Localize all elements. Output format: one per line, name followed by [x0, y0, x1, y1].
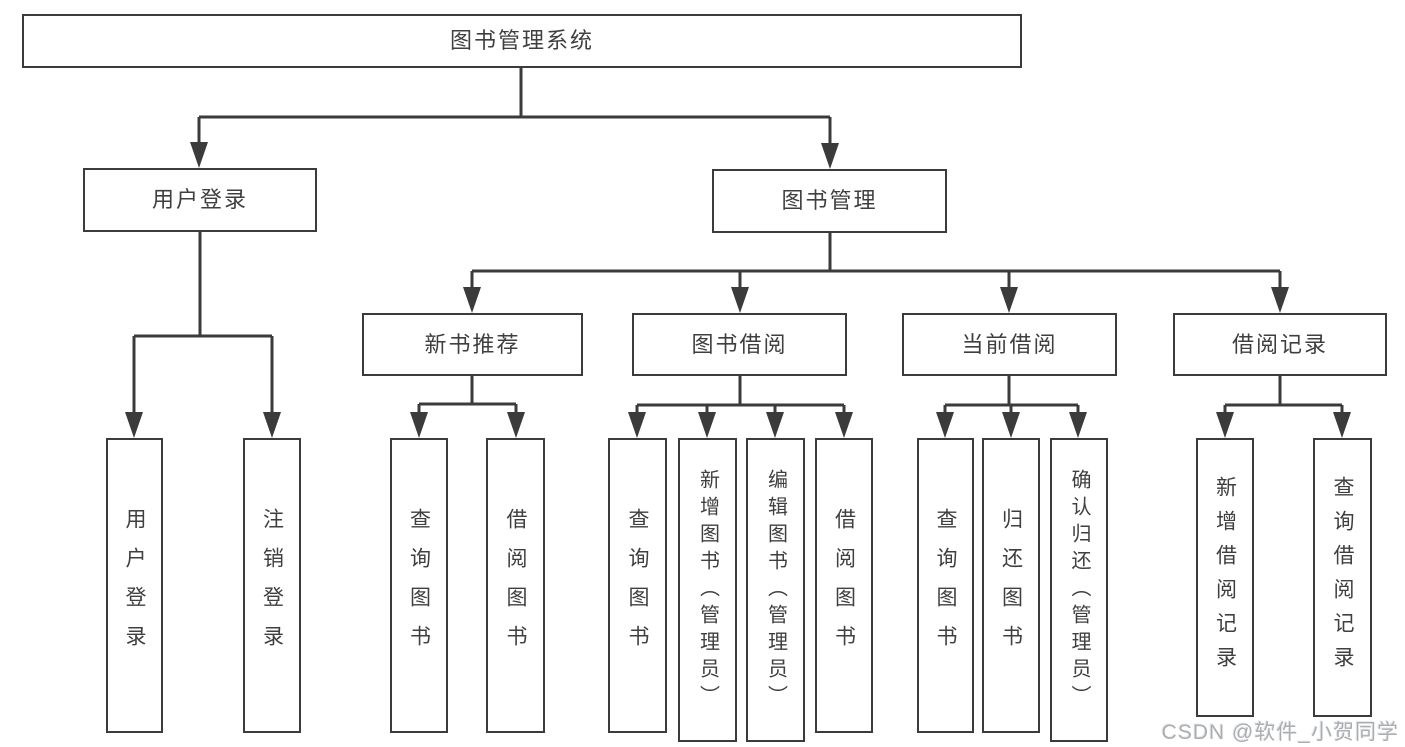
- group-book-borrow: 图书借阅: [632, 313, 847, 376]
- root-node: 图书管理系统: [22, 14, 1022, 68]
- csdn-watermark: CSDN @软件_小贺同学: [1161, 721, 1399, 744]
- leaf-query-books-current-label: 查询图书: [934, 507, 957, 664]
- leaf-return-book: 归还图书: [982, 438, 1040, 733]
- leaf-borrow-books-recommend: 借阅图书: [486, 438, 545, 733]
- group-current-borrow-label: 当前借阅: [961, 331, 1058, 357]
- leaf-query-books-recommend: 查询图书: [390, 438, 448, 733]
- leaf-logout-login-label: 注销登录: [260, 507, 284, 664]
- leaf-borrow-books-label: 借阅图书: [832, 507, 856, 664]
- group-borrow-records-label: 借阅记录: [1231, 331, 1328, 357]
- leaf-confirm-return-admin-label: 确认归还（管理员）: [1068, 468, 1090, 712]
- group-new-book-recommend: 新书推荐: [362, 313, 583, 376]
- leaf-borrow-books-recommend-label: 借阅图书: [504, 507, 527, 664]
- leaf-add-book-admin: 新增图书（管理员）: [678, 438, 737, 742]
- leaf-confirm-return-admin: 确认归还（管理员）: [1050, 438, 1108, 742]
- group-current-borrow: 当前借阅: [902, 313, 1117, 376]
- leaf-query-borrow-record-label: 查询借阅记录: [1331, 475, 1354, 680]
- leaf-add-book-admin-label: 新增图书（管理员）: [696, 468, 719, 712]
- leaf-query-books-borrow: 查询图书: [608, 438, 667, 733]
- arrowheads: [125, 142, 1351, 438]
- leaf-user-login-label: 用户登录: [123, 507, 146, 664]
- leaf-borrow-books: 借阅图书: [815, 438, 873, 733]
- leaf-edit-book-admin: 编辑图书（管理员）: [746, 438, 805, 742]
- leaf-query-books-borrow-label: 查询图书: [626, 507, 649, 664]
- leaf-query-borrow-record: 查询借阅记录: [1313, 438, 1372, 717]
- leaf-edit-book-admin-label: 编辑图书（管理员）: [764, 468, 787, 712]
- leaf-user-login: 用户登录: [106, 438, 163, 733]
- branch-user-login-label: 用户登录: [151, 187, 248, 212]
- branch-user-login: 用户登录: [83, 168, 317, 232]
- leaf-add-borrow-record: 新增借阅记录: [1196, 438, 1254, 717]
- branch-book-management: 图书管理: [712, 169, 947, 233]
- group-borrow-records: 借阅记录: [1173, 313, 1387, 376]
- leaf-add-borrow-record-label: 新增借阅记录: [1213, 475, 1237, 680]
- leaf-logout-login: 注销登录: [243, 438, 301, 733]
- leaf-query-books-current: 查询图书: [917, 438, 974, 733]
- leaf-query-books-recommend-label: 查询图书: [407, 507, 431, 664]
- leaf-return-book-label: 归还图书: [999, 507, 1023, 664]
- group-new-book-recommend-label: 新书推荐: [424, 331, 521, 357]
- group-book-borrow-label: 图书借阅: [691, 331, 788, 357]
- branch-book-management-label: 图书管理: [781, 188, 878, 213]
- root-node-label: 图书管理系统: [449, 28, 594, 53]
